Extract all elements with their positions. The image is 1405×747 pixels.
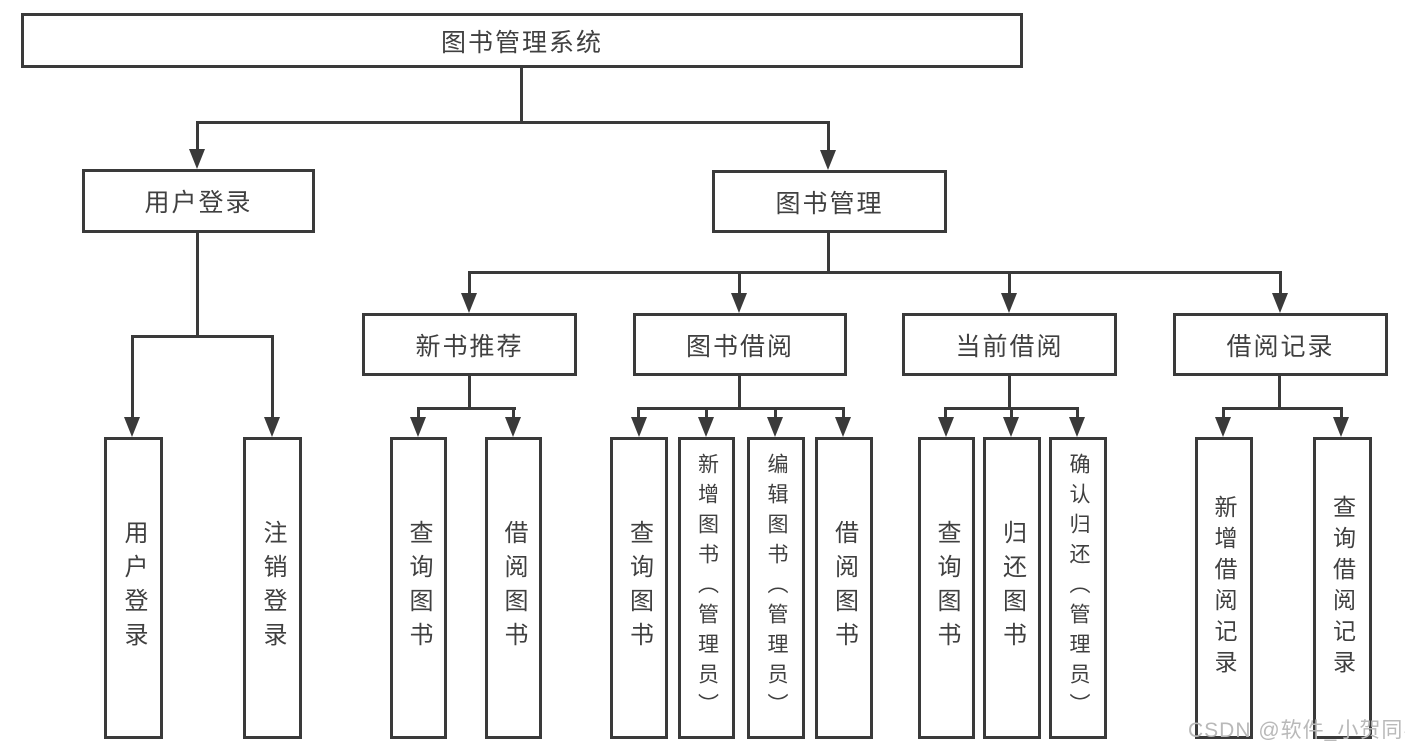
arrow-down-icon [938,417,954,437]
leaf-label: 确认归还（管理员） [1067,453,1090,723]
leaf-borrow-books: 借阅图书 [815,437,873,739]
leaf-add-borrow-record: 新增借阅记录 [1195,437,1253,739]
node-user-login: 用户登录 [82,169,315,233]
node-label: 借阅记录 [1226,332,1335,361]
arrow-down-icon [731,293,747,313]
leaf-query-borrow-record: 查询借阅记录 [1313,437,1372,739]
arrow-down-icon [1003,417,1019,437]
leaf-label: 新增图书（管理员） [695,453,719,723]
connector-line [1010,407,1013,420]
arrow-down-icon [631,417,647,437]
arrow-down-icon [189,149,205,169]
arrow-down-icon [1215,417,1231,437]
connector-line [196,121,199,151]
leaf-label: 查询图书 [933,520,960,656]
connector-line [417,407,516,410]
arrow-down-icon [461,293,477,313]
arrow-down-icon [1272,293,1288,313]
arrow-down-icon [820,150,836,170]
arrow-down-icon [410,417,426,437]
node-borrow-records: 借阅记录 [1173,313,1388,376]
connector-line [520,66,523,123]
connector-line [738,271,741,297]
connector-line [1008,374,1011,410]
connector-line [468,271,1282,274]
leaf-label: 编辑图书（管理员） [765,453,788,723]
connector-line [1340,407,1343,420]
node-book-borrow: 图书借阅 [633,313,847,376]
connector-line [196,231,199,338]
node-new-book-recommend: 新书推荐 [362,313,577,376]
connector-line [1008,271,1011,297]
node-label: 新书推荐 [415,332,524,361]
leaf-confirm-return-admin: 确认归还（管理员） [1049,437,1107,739]
connector-line [774,407,777,420]
node-book-management: 图书管理 [712,170,947,233]
connector-line [738,374,741,410]
leaf-query-books-current: 查询图书 [918,437,975,739]
leaf-label: 用户登录 [120,520,147,656]
leaf-return-books: 归还图书 [983,437,1041,739]
leaf-label: 归还图书 [998,520,1026,656]
connector-line [468,374,471,410]
arrow-down-icon [1001,293,1017,313]
leaf-label: 查询图书 [405,520,432,656]
leaf-label: 注销登录 [259,520,286,656]
arrow-down-icon [1333,417,1349,437]
connector-line [1076,407,1079,420]
arrow-down-icon [124,417,140,437]
arrow-down-icon [835,417,851,437]
connector-line [842,407,845,420]
connector-line [944,407,947,420]
node-label: 用户登录 [144,189,253,217]
leaf-label: 新增借阅记录 [1211,495,1237,681]
leaf-logout: 注销登录 [243,437,302,739]
csdn-watermark: CSDN @软件_小贺同学 [1188,719,1405,742]
leaf-label: 查询图书 [625,520,653,656]
leaf-user-login: 用户登录 [104,437,163,739]
arrow-down-icon [505,417,521,437]
node-current-borrow: 当前借阅 [902,313,1117,376]
connector-line [417,407,420,420]
node-label: 图书管理系统 [440,28,603,57]
node-label: 图书管理 [775,189,884,218]
node-label: 图书借阅 [685,332,794,361]
connector-line [1278,374,1281,410]
arrow-down-icon [264,417,280,437]
connector-line [196,121,830,124]
connector-line [468,271,471,297]
leaf-query-books-recommend: 查询图书 [390,437,447,739]
arrow-down-icon [698,417,714,437]
connector-line [131,335,274,338]
connector-line [131,335,134,419]
connector-line [827,121,830,151]
arrow-down-icon [1069,417,1085,437]
leaf-query-books-borrow: 查询图书 [610,437,668,739]
arrow-down-icon [767,417,783,437]
connector-line [1222,407,1343,410]
leaf-label: 借阅图书 [830,520,858,656]
connector-line [1279,271,1282,297]
connector-line [512,407,515,420]
node-label: 当前借阅 [955,332,1064,361]
leaf-label: 借阅图书 [500,520,527,656]
leaf-label: 查询借阅记录 [1329,495,1356,681]
connector-line [705,407,708,420]
connector-line [1222,407,1225,420]
leaf-edit-books-admin: 编辑图书（管理员） [747,437,805,739]
connector-line [827,231,830,274]
connector-line [637,407,845,410]
leaf-add-books-admin: 新增图书（管理员） [678,437,735,739]
leaf-borrow-books-recommend: 借阅图书 [485,437,542,739]
node-library-management-system: 图书管理系统 [21,13,1023,68]
connector-line [271,335,274,419]
connector-line [637,407,640,420]
